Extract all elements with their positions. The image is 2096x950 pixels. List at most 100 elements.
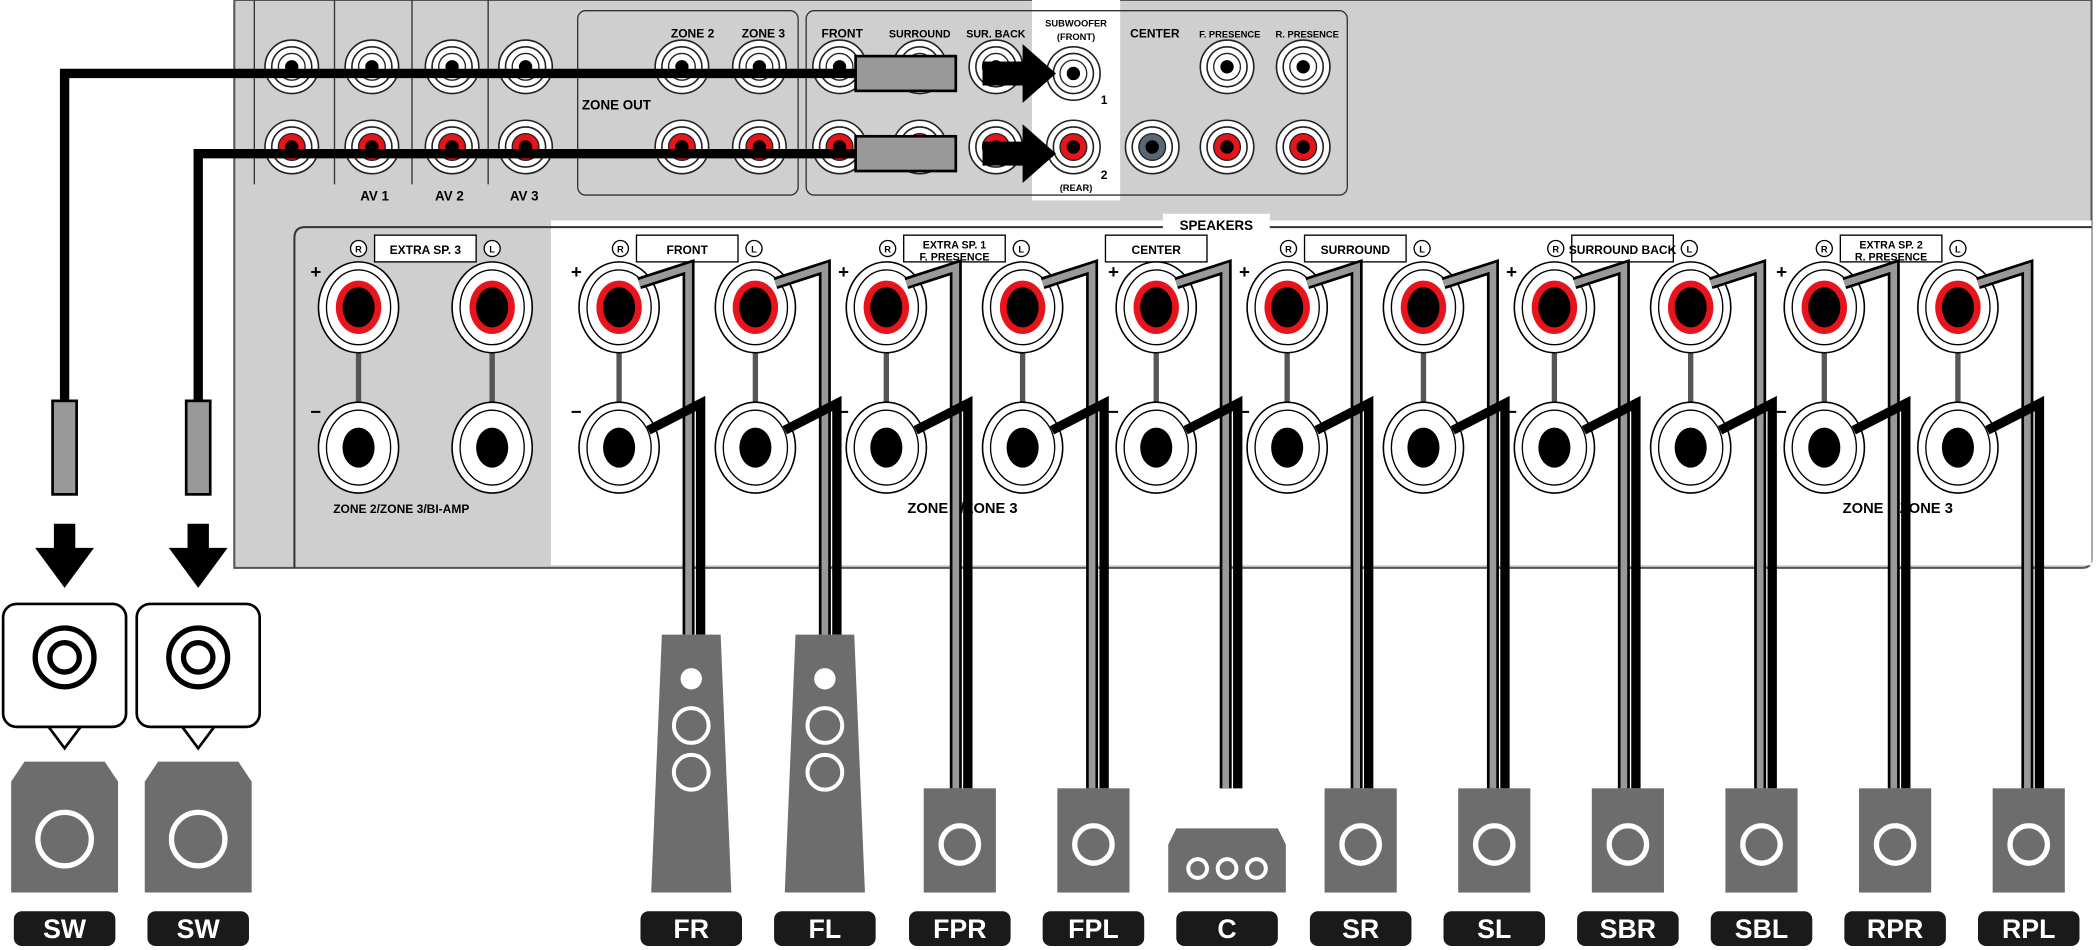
woofer-icon bbox=[1472, 823, 1516, 866]
bookshelf-speaker bbox=[923, 788, 996, 893]
rca-input-icon-inner bbox=[47, 640, 82, 675]
speaker-group-label: EXTRA SP. 1 bbox=[923, 240, 987, 252]
tower-speaker bbox=[651, 634, 732, 893]
rca-input-icon-inner bbox=[180, 640, 216, 675]
callout-pointer bbox=[45, 725, 84, 751]
r-presence-pre-label: R. PRESENCE bbox=[1276, 29, 1339, 39]
input-group-label: AV 2 bbox=[435, 188, 464, 203]
speaker-label-badge bbox=[640, 911, 743, 946]
r-mark-label: R bbox=[1821, 245, 1828, 255]
presence-jack-pin bbox=[1296, 60, 1310, 74]
terminal-hole bbox=[739, 287, 772, 328]
plus-sign: + bbox=[1506, 261, 1517, 282]
speaker-label-badge bbox=[909, 911, 1011, 946]
terminal-hole bbox=[1271, 287, 1304, 328]
plus-sign: + bbox=[310, 261, 321, 282]
speaker-label-badge bbox=[1176, 911, 1278, 946]
callout-pointer bbox=[179, 725, 217, 751]
subwoofer-label: SW bbox=[43, 914, 87, 944]
l-mark bbox=[1413, 239, 1431, 258]
terminal-hole bbox=[603, 427, 636, 468]
l-mark-label: L bbox=[1018, 245, 1024, 255]
terminal-hole bbox=[476, 427, 509, 468]
center-jack-pin bbox=[1145, 140, 1159, 154]
speaker-cable-negative bbox=[1717, 395, 1777, 789]
terminal-hole bbox=[1140, 287, 1173, 328]
speaker-label: FPR bbox=[933, 914, 986, 944]
minus-sign: − bbox=[310, 401, 321, 422]
surround-pre-label: SURROUND bbox=[889, 28, 951, 40]
center-pre-label: CENTER bbox=[1130, 26, 1180, 40]
speaker-label-badge bbox=[1443, 911, 1546, 946]
speaker-group-label: R. PRESENCE bbox=[1855, 252, 1927, 264]
tower-speaker bbox=[784, 634, 865, 893]
terminal-hole bbox=[1808, 427, 1841, 468]
r-mark bbox=[611, 239, 630, 258]
input-group-label: AV 1 bbox=[360, 188, 389, 203]
speaker-cable-negative bbox=[782, 395, 842, 635]
woofer-icon bbox=[2007, 823, 2051, 866]
presence-jack-pin bbox=[1296, 140, 1310, 154]
woofer-icon bbox=[1339, 823, 1383, 866]
woofer-icon bbox=[168, 809, 228, 869]
speaker-cable-negative bbox=[1049, 395, 1109, 789]
plus-sign: + bbox=[1776, 261, 1787, 282]
subwoofer-cable bbox=[193, 148, 856, 401]
rca-plug bbox=[854, 134, 958, 173]
speaker-label: FL bbox=[809, 914, 842, 944]
terminal-hole bbox=[342, 427, 375, 468]
speaker-cable-negative bbox=[913, 395, 973, 789]
plus-sign: + bbox=[571, 261, 582, 282]
speaker-cable-positive-core bbox=[1175, 262, 1230, 789]
r-mark bbox=[1279, 239, 1298, 258]
speaker-group-label: EXTRA SP. 2 bbox=[1859, 240, 1923, 252]
woofer-icon bbox=[1606, 823, 1650, 866]
terminal-hole bbox=[870, 427, 903, 468]
zone-out-group bbox=[577, 10, 799, 196]
arrow-down-icon bbox=[168, 523, 228, 588]
speakers-title-bg bbox=[1162, 213, 1270, 233]
arrow-down-icon bbox=[35, 523, 94, 588]
l-mark-label: L bbox=[751, 245, 757, 255]
woofer-icon bbox=[805, 706, 845, 745]
speaker-group-label-box bbox=[903, 234, 1006, 263]
speaker-cable-positive-core bbox=[1041, 262, 1096, 789]
l-mark bbox=[483, 239, 501, 258]
speaker-label-badge bbox=[1042, 911, 1145, 946]
terminal-hole bbox=[1140, 427, 1173, 468]
subwoofer-label: SUBWOOFER bbox=[1045, 19, 1107, 29]
terminal-hole bbox=[1407, 287, 1440, 328]
terminal-hole bbox=[1271, 427, 1304, 468]
plus-sign: + bbox=[838, 261, 849, 282]
subwoofer-jack-1-pin bbox=[1066, 66, 1081, 81]
sur-back-pre-label: SUR. BACK bbox=[966, 28, 1026, 40]
bookshelf-speaker bbox=[1859, 788, 1932, 893]
zone-label: ZONE 2/ZONE 3/BI-AMP bbox=[333, 502, 469, 516]
pre-out-group bbox=[805, 10, 1348, 196]
r-mark bbox=[1547, 239, 1565, 258]
bookshelf-speaker bbox=[1324, 788, 1397, 893]
terminal-hole bbox=[1674, 427, 1707, 468]
subwoofer-rear-label: (REAR) bbox=[1060, 183, 1093, 193]
zone3-label: ZONE 3 bbox=[742, 26, 786, 40]
subwoofer-speaker bbox=[144, 761, 252, 893]
speaker-label-badge bbox=[774, 911, 876, 946]
l-mark-label: L bbox=[1955, 245, 1961, 255]
bookshelf-speaker bbox=[1992, 788, 2065, 893]
speaker-label: RPR bbox=[1867, 914, 1923, 944]
terminal-hole bbox=[476, 287, 509, 328]
bookshelf-speaker bbox=[1725, 788, 1798, 893]
subwoofer-1-label: 1 bbox=[1101, 93, 1108, 107]
subwoofer-label: SW bbox=[177, 914, 221, 944]
terminal-hole bbox=[1407, 427, 1440, 468]
speaker-group-label-box bbox=[1104, 234, 1208, 263]
r-mark bbox=[349, 239, 368, 258]
l-mark bbox=[1012, 239, 1030, 258]
woofer-icon bbox=[671, 706, 711, 745]
speaker-label: FPL bbox=[1068, 914, 1118, 944]
bookshelf-speaker bbox=[1458, 788, 1531, 893]
r-mark-label: R bbox=[884, 245, 891, 255]
front-pre-label: FRONT bbox=[822, 26, 864, 40]
speaker-group-label: EXTRA SP. 3 bbox=[390, 243, 462, 257]
